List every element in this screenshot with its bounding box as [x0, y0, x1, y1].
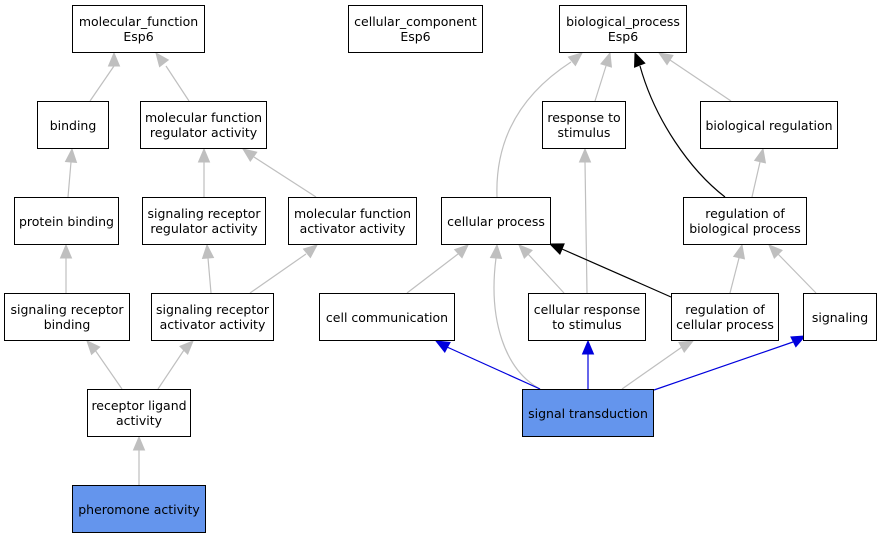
edge-binding-to-mf	[89, 65, 115, 102]
edge-st-to-cellproc-arrowhead	[489, 243, 503, 259]
node-regulation-of-cellular-process[interactable]: regulation of cellular process	[671, 293, 779, 341]
edge-st-to-signaling	[653, 341, 794, 391]
edge-bioreg-to-bp	[669, 59, 732, 102]
node-signaling-receptor-binding[interactable]: signaling receptor binding	[4, 293, 130, 341]
edge-sra-to-srr-arrowhead	[201, 243, 215, 259]
edge-st-to-regcell-arrowhead	[678, 340, 695, 353]
edge-cellproc-to-bp	[496, 61, 572, 198]
node-signaling[interactable]: signaling	[803, 293, 877, 341]
node-label: signaling receptor activator activity	[155, 302, 270, 332]
edge-rla-to-srb	[94, 349, 123, 390]
node-label: binding	[49, 117, 97, 133]
edge-regcell-to-regbio-arrowhead	[732, 243, 746, 260]
node-label: signaling receptor regulator activity	[147, 206, 261, 236]
node-label: cell communication	[325, 309, 449, 325]
edge-rla-to-sra-arrowhead	[179, 340, 194, 355]
edge-st-to-signaling-arrowhead	[790, 335, 807, 348]
node-label: biological_process Esp6	[566, 14, 680, 44]
edge-cellresp-to-response	[584, 161, 588, 294]
node-label: regulation of cellular process	[676, 302, 774, 332]
edge-regcell-to-cellproc-arrowhead	[548, 243, 565, 255]
node-cellular-process[interactable]: cellular process	[441, 197, 551, 245]
edge-signaling-to-regbio	[777, 253, 817, 294]
node-binding[interactable]: binding	[37, 101, 109, 149]
node-label: regulation of biological process	[689, 206, 801, 236]
edge-pheromone-to-rla-arrowhead	[132, 435, 146, 451]
edge-cellcomm-to-cellproc	[406, 253, 459, 294]
edge-binding-to-mf-arrowhead	[107, 51, 121, 67]
node-label: signal transduction	[528, 405, 648, 421]
edges	[59, 51, 817, 485]
node-cellular-component-root[interactable]: cellular_component Esp6	[348, 5, 483, 53]
edge-sra-to-srr	[207, 257, 212, 294]
edge-regcell-to-regbio	[729, 257, 740, 294]
edge-srr-to-mfreg-arrowhead	[197, 147, 211, 163]
node-label: protein binding	[18, 213, 114, 229]
node-label: cellular_component Esp6	[354, 14, 477, 44]
edge-response-to-bp	[594, 65, 607, 102]
edge-st-to-cellcomm	[446, 346, 541, 390]
node-signaling-receptor-activator-activity[interactable]: signaling receptor activator activity	[151, 293, 274, 341]
edge-mfact-to-mfreg-arrowhead	[241, 148, 258, 162]
node-response-to-stimulus[interactable]: response to stimulus	[542, 101, 626, 149]
edge-response-to-bp-arrowhead	[600, 51, 613, 68]
edge-cellproc-to-bp-arrowhead	[567, 52, 583, 67]
edge-protein-binding-to-binding-arrowhead	[64, 147, 78, 163]
node-label: pheromone activity	[78, 501, 200, 517]
node-label: biological regulation	[705, 117, 833, 133]
node-receptor-ligand-activity[interactable]: receptor ligand activity	[87, 389, 191, 437]
edge-regbio-to-bioreg-arrowhead	[753, 147, 767, 164]
edge-st-to-regcell	[621, 346, 683, 390]
edge-cellresp-to-response-arrowhead	[578, 147, 592, 163]
node-label: response to stimulus	[547, 110, 621, 140]
edge-bioreg-to-bp-arrowhead	[657, 52, 674, 66]
node-signal-transduction[interactable]: signal transduction	[522, 389, 654, 437]
node-molecular-function-regulator-activity[interactable]: molecular function regulator activity	[140, 101, 267, 149]
edge-regbio-to-bp-arrowhead	[634, 51, 646, 68]
node-biological-regulation[interactable]: biological regulation	[700, 101, 838, 149]
node-biological-process-root[interactable]: biological_process Esp6	[559, 5, 687, 53]
edge-cellresp-to-cellproc-arrowhead	[518, 244, 533, 259]
edge-regbio-to-bioreg	[751, 161, 761, 198]
node-molecular-function-root[interactable]: molecular_function Esp6	[72, 5, 205, 53]
edge-rla-to-srb-arrowhead	[86, 340, 101, 356]
node-label: molecular function activator activity	[293, 206, 412, 236]
edge-cellcomm-to-cellproc-arrowhead	[453, 244, 469, 259]
node-label: molecular_function Esp6	[78, 14, 199, 44]
edge-sra-to-mfact	[249, 253, 307, 294]
edge-rla-to-sra	[157, 349, 185, 390]
edge-mfreg-to-mf-arrowhead	[155, 51, 170, 68]
edge-sra-to-mfact-arrowhead	[302, 244, 318, 259]
node-cellular-response-to-stimulus[interactable]: cellular response to stimulus	[528, 293, 646, 341]
node-protein-binding[interactable]: protein binding	[14, 197, 119, 245]
edge-protein-binding-to-binding	[67, 161, 72, 198]
node-regulation-of-biological-process[interactable]: regulation of biological process	[683, 197, 807, 245]
node-label: signaling	[811, 309, 869, 325]
edge-mfreg-to-mf	[165, 65, 190, 102]
node-cell-communication[interactable]: cell communication	[319, 293, 455, 341]
edge-signaling-to-regbio-arrowhead	[768, 244, 783, 259]
node-molecular-function-activator-activity[interactable]: molecular function activator activity	[288, 197, 417, 245]
edge-st-to-cellcomm-arrowhead	[434, 340, 451, 353]
node-label: cellular response to stimulus	[533, 302, 641, 332]
node-label: molecular function regulator activity	[144, 110, 263, 140]
edge-st-to-cellproc	[493, 257, 541, 390]
edge-mfact-to-mfreg	[253, 156, 317, 198]
node-signaling-receptor-regulator-activity[interactable]: signaling receptor regulator activity	[142, 197, 266, 245]
edge-srb-to-protein-arrowhead	[59, 243, 73, 259]
edge-cellresp-to-cellproc	[527, 253, 565, 294]
node-label: signaling receptor binding	[10, 302, 124, 332]
node-pheromone-activity[interactable]: pheromone activity	[72, 485, 206, 533]
edge-regcell-to-cellproc	[561, 248, 672, 298]
node-label: cellular process	[447, 213, 545, 229]
edge-regbio-to-bp	[639, 65, 726, 198]
node-label: receptor ligand activity	[91, 398, 187, 428]
edge-st-to-cellresp-arrowhead	[581, 339, 595, 355]
